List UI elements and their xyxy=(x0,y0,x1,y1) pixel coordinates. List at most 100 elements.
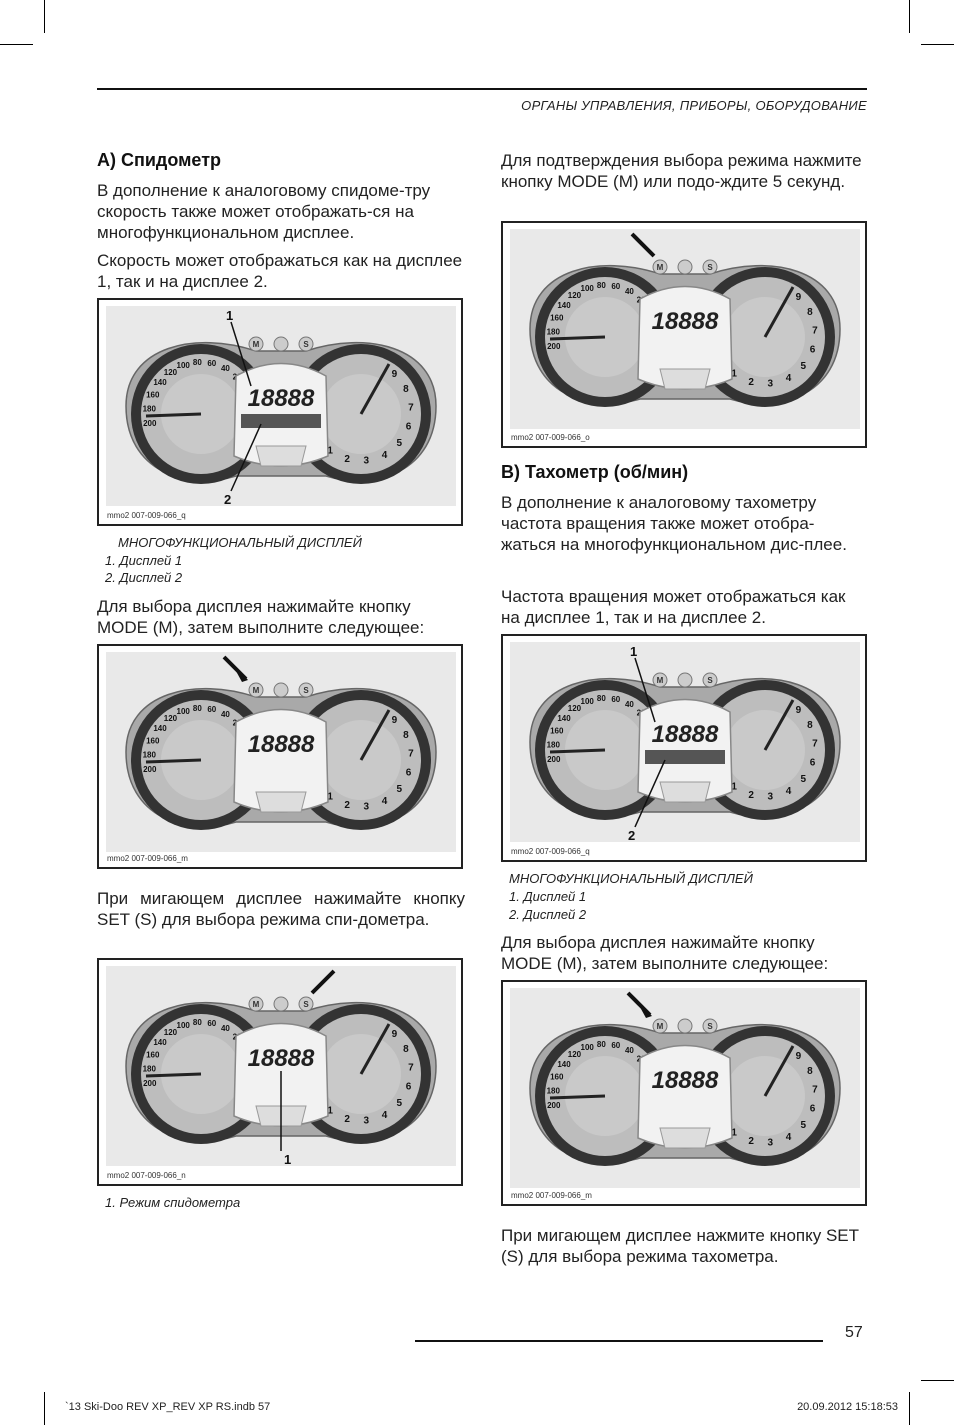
speed-tick-label: 180 xyxy=(547,741,561,750)
speed-tick-label: 120 xyxy=(568,1050,582,1059)
set-button xyxy=(702,1018,718,1034)
mode-button xyxy=(248,996,264,1012)
rpm-tick-label: 2 xyxy=(344,800,350,811)
callout-line xyxy=(634,657,656,723)
print-footer-left: `13 Ski-Doo REV XP_REV XP RS.indb 57 xyxy=(65,1401,271,1413)
rpm-tick-label: 8 xyxy=(403,384,409,395)
rpm-tick-label: 2 xyxy=(748,790,754,801)
lcd-digits: 18888 xyxy=(652,1067,719,1094)
lcd-alpha-display xyxy=(241,414,321,428)
mode-button-label: M xyxy=(253,340,260,349)
speed-tick-label: 140 xyxy=(557,1060,571,1069)
set-button-label: S xyxy=(303,340,309,349)
rpm-tick-label: 6 xyxy=(810,1103,816,1114)
crop-mark xyxy=(0,44,33,45)
gauge-cluster-illustration: 0204060801001201401601802000123456789188… xyxy=(510,988,860,1188)
speed-tick-label: 100 xyxy=(581,697,595,706)
crop-mark xyxy=(44,0,45,33)
rpm-tick-label: 6 xyxy=(406,421,412,432)
speed-tick-label: 60 xyxy=(611,695,620,704)
lcd-digits: 18888 xyxy=(248,1045,315,1072)
speed-tick-label: 40 xyxy=(221,364,230,373)
rpm-tick-label: 4 xyxy=(382,450,388,461)
lcd-alpha-display xyxy=(645,750,725,764)
brand-logo xyxy=(677,672,693,688)
speed-tick-label: 200 xyxy=(547,1101,561,1110)
mode-button xyxy=(248,336,264,352)
callout-1: 1 xyxy=(284,1152,291,1166)
rpm-tick-label: 3 xyxy=(767,379,773,390)
speed-tick-label: 100 xyxy=(177,361,191,370)
brand-logo xyxy=(273,996,289,1012)
rpm-needle xyxy=(763,286,795,338)
paragraph: При мигающем дисплее нажимайте кнопку SE… xyxy=(97,889,465,929)
rpm-tick-label: 4 xyxy=(786,373,792,384)
figure-confirm-mode: 0204060801001201401601802000123456789188… xyxy=(501,221,867,448)
speed-tick-label: 120 xyxy=(164,714,178,723)
lcd-lower-window xyxy=(659,781,711,803)
figure-mode-button: 0204060801001201401601802000123456789188… xyxy=(501,980,867,1206)
rpm-tick-label: 6 xyxy=(810,344,816,355)
lcd-display xyxy=(233,708,329,813)
gauge-cluster-illustration: 0204060801001201401601802000123456789188… xyxy=(510,229,860,429)
lcd-lower-window xyxy=(659,1127,711,1149)
lcd-digits: 18888 xyxy=(652,721,719,748)
speed-tick-label: 40 xyxy=(625,287,634,296)
paragraph: Частота вращения может отображаться как … xyxy=(501,587,846,627)
speed-tick-label: 160 xyxy=(146,1051,160,1060)
rpm-tick-label: 7 xyxy=(408,1063,414,1074)
speed-tick-label: 120 xyxy=(164,368,178,377)
paragraph: Скорость может отображаться как на диспл… xyxy=(97,251,463,291)
speed-tick-label: 140 xyxy=(557,714,571,723)
callout-line xyxy=(634,759,666,828)
rpm-tick-label: 3 xyxy=(363,456,369,467)
speed-tick-label: 180 xyxy=(143,751,157,760)
rpm-tick-label: 1 xyxy=(327,1105,333,1116)
rpm-tick-label: 1 xyxy=(731,1127,737,1138)
rpm-tick-label: 5 xyxy=(397,784,403,795)
crop-mark xyxy=(44,1392,45,1425)
rpm-tick-label: 8 xyxy=(403,1044,409,1055)
section-header: ОРГАНЫ УПРАВЛЕНИЯ, ПРИБОРЫ, ОБОРУДОВАНИЕ xyxy=(521,98,867,113)
page-number: 57 xyxy=(845,1324,863,1341)
gauge-cluster-illustration: 0204060801001201401601802000123456789188… xyxy=(106,966,456,1166)
brand-logo xyxy=(273,682,289,698)
caption-title: МНОГОФУНКЦИОНАЛЬНЫЙ ДИСПЛЕЙ xyxy=(509,871,753,886)
lcd-digits: 18888 xyxy=(248,731,315,758)
speed-tick-label: 100 xyxy=(177,707,191,716)
lcd-digits: 18888 xyxy=(248,385,315,412)
callout-line xyxy=(230,423,262,492)
rpm-tick-label: 1 xyxy=(327,791,333,802)
speed-tick-label: 80 xyxy=(597,1040,606,1049)
crop-mark xyxy=(909,1392,910,1425)
rpm-tick-label: 5 xyxy=(801,1120,807,1131)
speed-tick-label: 60 xyxy=(207,359,216,368)
paragraph: Для подтверждения выбора режима нажмите … xyxy=(501,151,862,191)
speed-needle xyxy=(549,1094,606,1100)
speed-tick-label: 40 xyxy=(625,1046,634,1055)
set-button-label: S xyxy=(303,1000,309,1009)
caption-item: 2. Дисплей 2 xyxy=(105,570,183,585)
rpm-tick-label: 2 xyxy=(748,1136,754,1147)
rpm-tick-label: 4 xyxy=(382,1110,388,1121)
caption-title: МНОГОФУНКЦИОНАЛЬНЫЙ ДИСПЛЕЙ xyxy=(118,535,362,550)
speed-tick-label: 140 xyxy=(153,1038,167,1047)
rpm-tick-label: 3 xyxy=(767,1138,773,1149)
speed-tick-label: 200 xyxy=(143,1079,157,1088)
callout-2: 2 xyxy=(224,492,231,506)
figure-id: mmo2 007-009-066_m xyxy=(511,1191,592,1200)
rpm-tick-label: 1 xyxy=(327,445,333,456)
rpm-tick-label: 5 xyxy=(801,774,807,785)
rpm-tick-label: 9 xyxy=(392,369,398,380)
speed-tick-label: 180 xyxy=(547,1087,561,1096)
rpm-tick-label: 5 xyxy=(397,438,403,449)
set-button-label: S xyxy=(303,686,309,695)
speed-tick-label: 60 xyxy=(207,1019,216,1028)
rpm-tick-label: 6 xyxy=(810,757,816,768)
lcd-display xyxy=(637,285,733,390)
rpm-needle xyxy=(359,363,391,415)
rpm-tick-label: 9 xyxy=(392,1029,398,1040)
brand-logo xyxy=(677,1018,693,1034)
rpm-tick-label: 4 xyxy=(786,1132,792,1143)
figure-set-button: 0204060801001201401601802000123456789188… xyxy=(97,958,463,1186)
